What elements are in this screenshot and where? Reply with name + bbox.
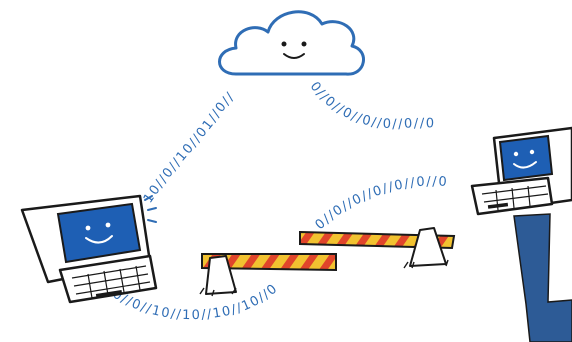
- data-stream-left-to-cloud: 10//0//10//01//0//: [141, 89, 238, 206]
- desktop-computer-icon: [22, 196, 156, 302]
- desktop-computer-icon: [472, 128, 572, 214]
- barrier-post-back: [410, 228, 446, 266]
- computer-left: [22, 196, 156, 302]
- computer-right: [472, 128, 572, 342]
- screen-right: [500, 136, 552, 180]
- cloud-eye-left: [282, 42, 287, 47]
- keyboard-right: [472, 178, 552, 214]
- computer-stand: [514, 214, 572, 342]
- cloud-eye-right: [302, 42, 307, 47]
- data-stream-bottom-right: 0//0//0//0//0//0//0: [313, 174, 449, 232]
- data-stream-cloud-to-right: 0//0//0//0//0//0//0: [307, 79, 436, 132]
- cloud-icon: [220, 12, 364, 74]
